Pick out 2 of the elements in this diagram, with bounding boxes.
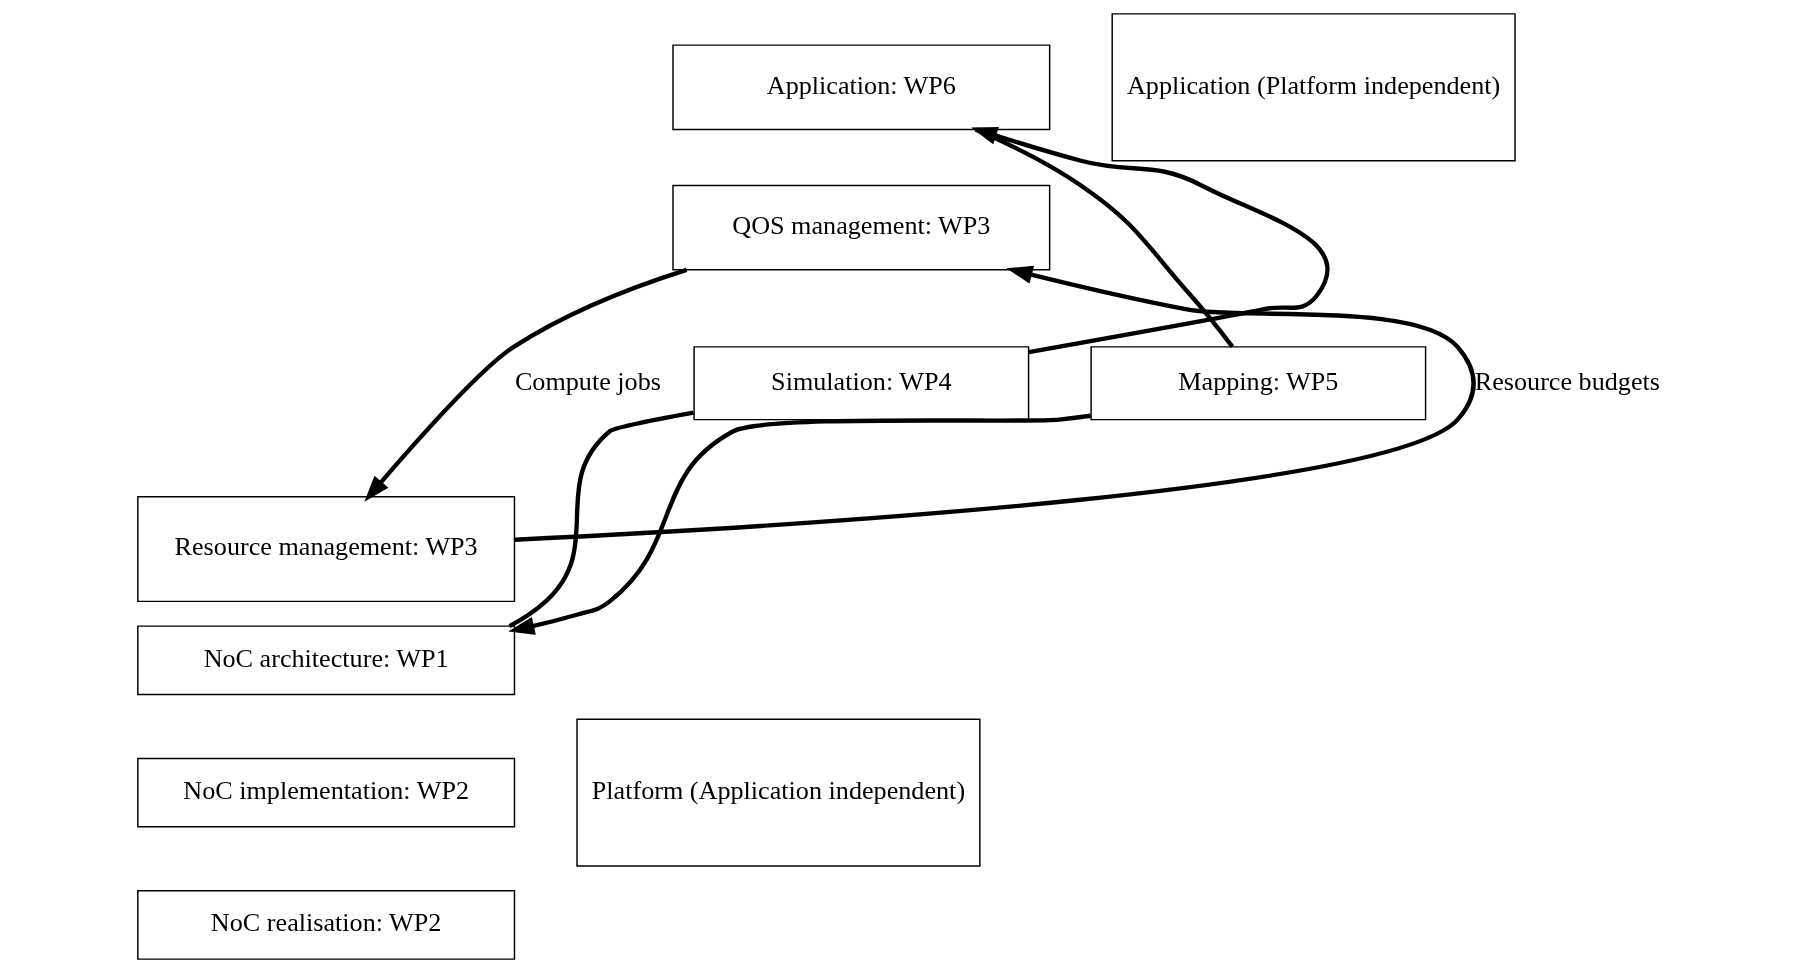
edge-label: Compute jobs bbox=[514, 366, 661, 396]
edge-label: Resource budgets bbox=[1474, 366, 1660, 396]
